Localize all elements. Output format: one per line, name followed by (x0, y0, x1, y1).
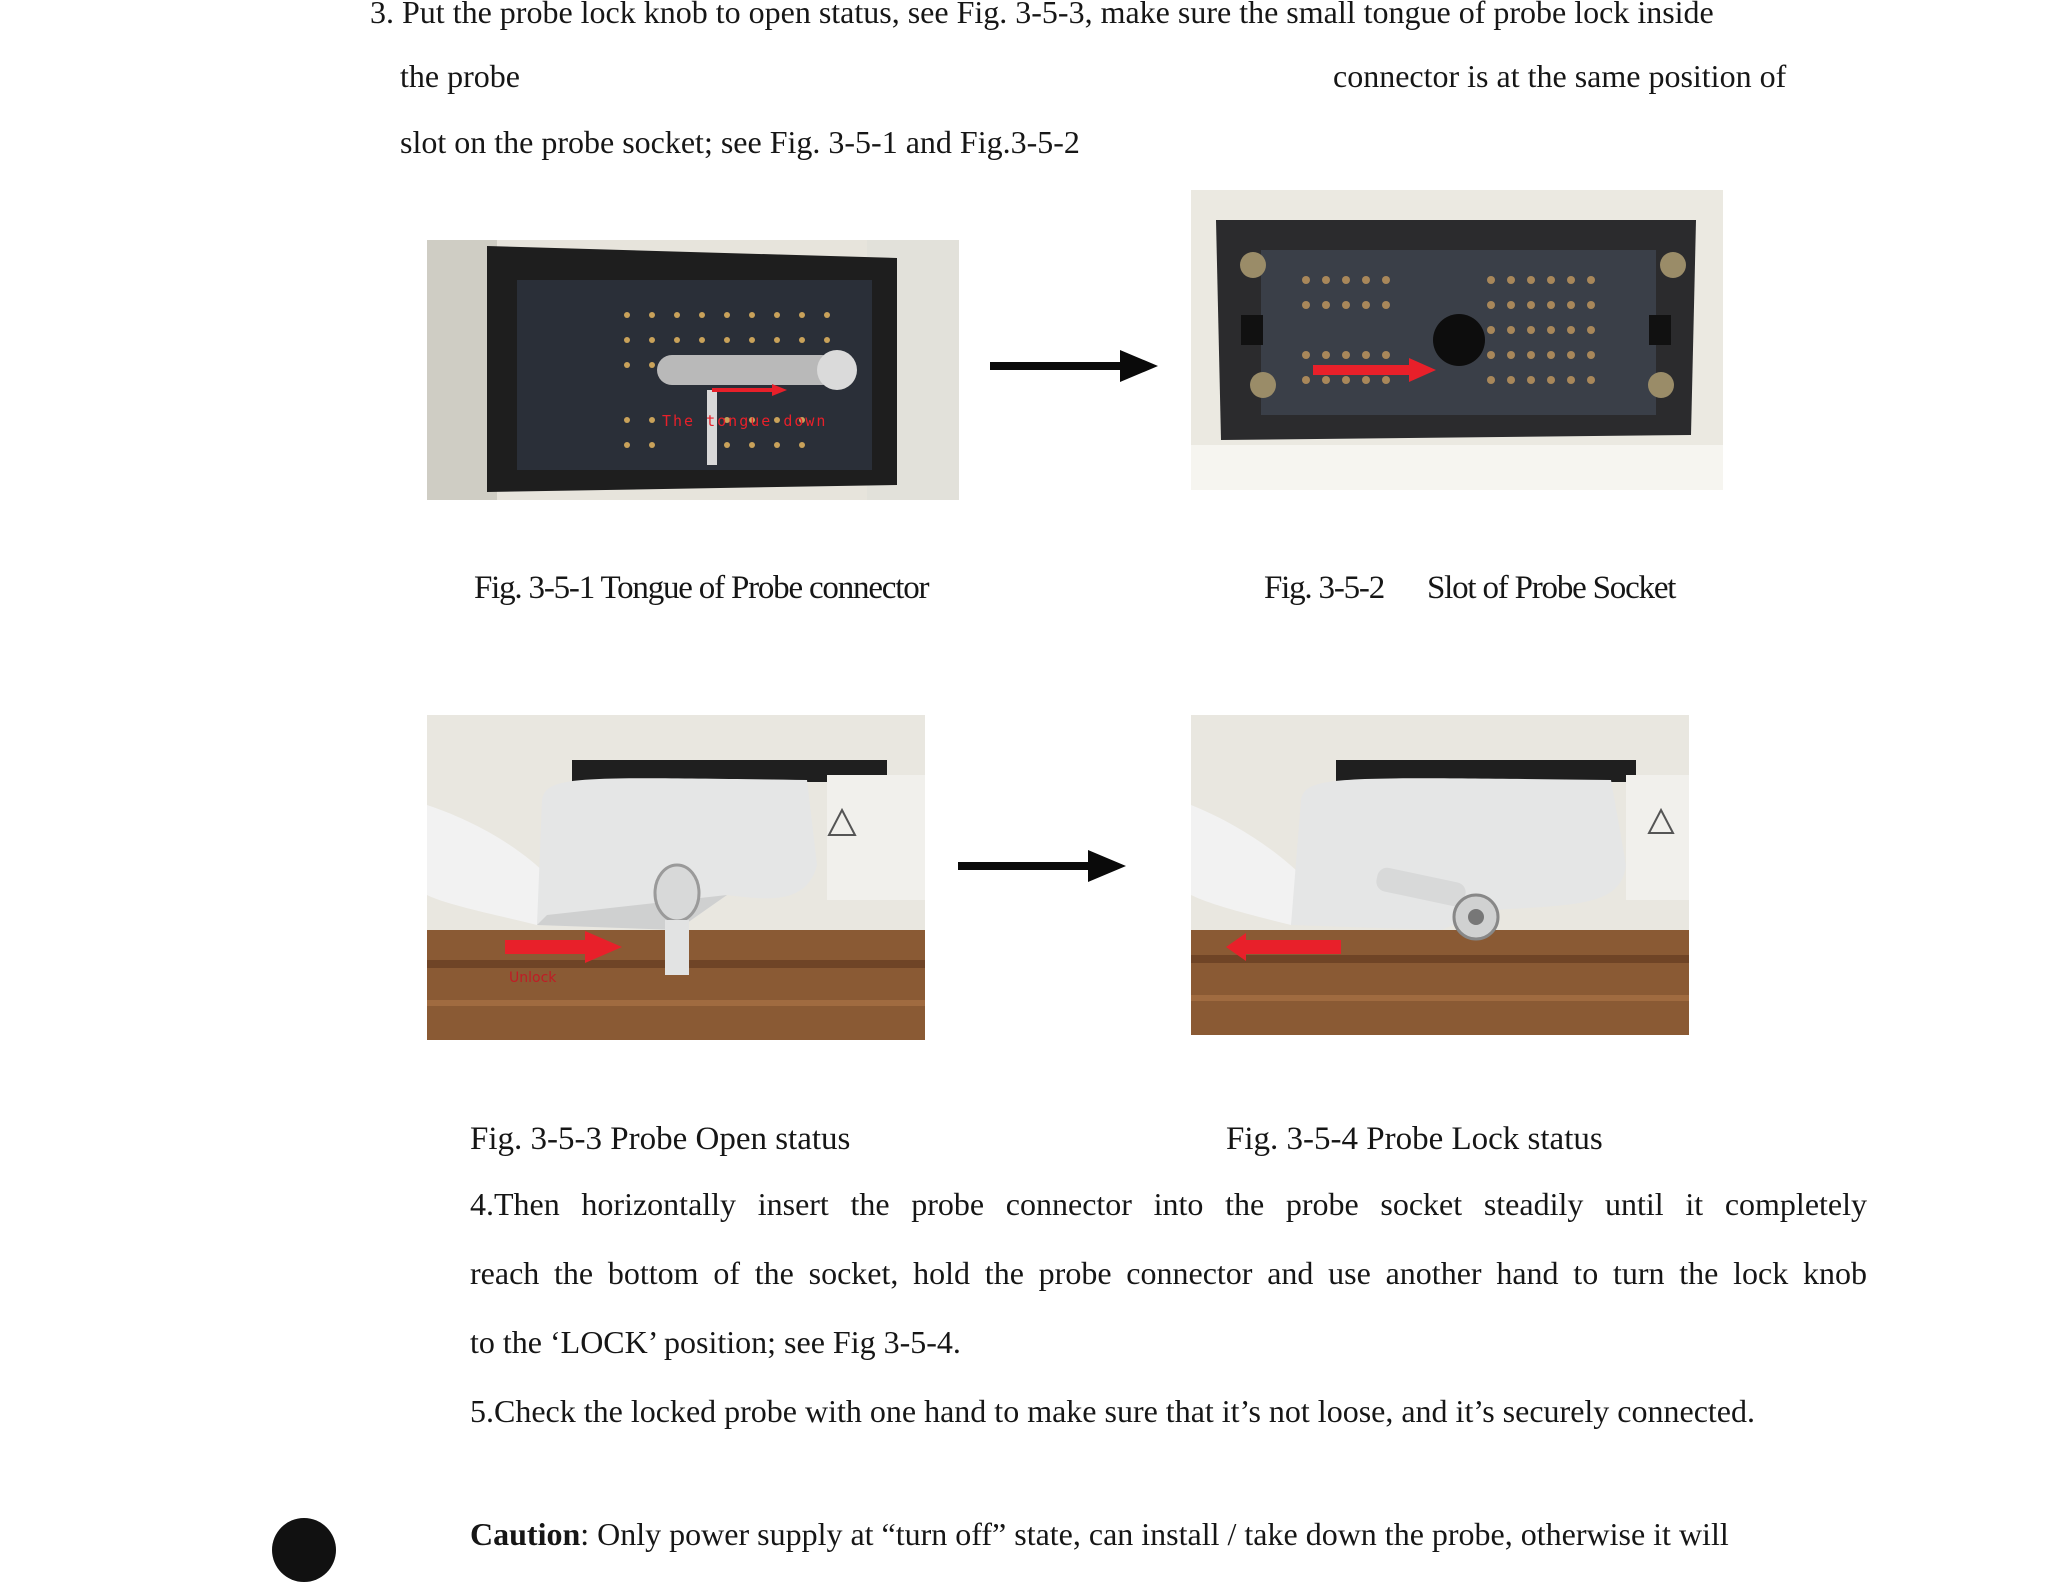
step5-line1: 5.Check the locked probe with one hand t… (470, 1393, 1755, 1429)
fig-3-5-4-photo (1191, 715, 1689, 1035)
step3-line3: slot on the probe socket; see Fig. 3-5-1… (400, 124, 1080, 160)
step3-line2-left: the probe (400, 58, 520, 94)
fig1-photo-label: The tongue down (662, 412, 828, 430)
step4-line1: 4.Then horizontally insert the probe con… (470, 1186, 1867, 1222)
step4-line3: to the ‘LOCK’ position; see Fig 3-5-4. (470, 1324, 961, 1360)
fig-3-5-3-photo: Unlock (427, 715, 925, 1040)
caution-icon (272, 1518, 336, 1582)
fig-3-5-2-photo (1191, 190, 1723, 490)
step4-line2: reach the bottom of the socket, hold the… (470, 1255, 1867, 1291)
arrow-right-icon (958, 848, 1128, 884)
fig-3-5-2-caption-number: Fig. 3-5-2 (1264, 570, 1385, 606)
caution-line: Caution: Only power supply at “turn off”… (470, 1518, 1867, 1550)
fig-3-5-2-caption-text: Slot of Probe Socket (1427, 570, 1676, 606)
caution-text: : Only power supply at “turn off” state,… (580, 1516, 1729, 1552)
step3-line1: 3. Put the probe lock knob to open statu… (370, 0, 1714, 30)
fig-3-5-4-caption: Fig. 3-5-4 Probe Lock status (1226, 1121, 1603, 1157)
step3-line2-right: connector is at the same position of (1333, 58, 1787, 94)
arrow-right-icon (990, 348, 1160, 384)
fig-3-5-1-photo: The tongue down (427, 240, 959, 500)
caution-label: Caution (470, 1516, 581, 1552)
fig-3-5-1-caption: Fig. 3-5-1 Tongue of Probe connector (474, 570, 929, 606)
fig3-photo-label: Unlock (509, 970, 557, 986)
fig-3-5-3-caption: Fig. 3-5-3 Probe Open status (470, 1121, 851, 1157)
